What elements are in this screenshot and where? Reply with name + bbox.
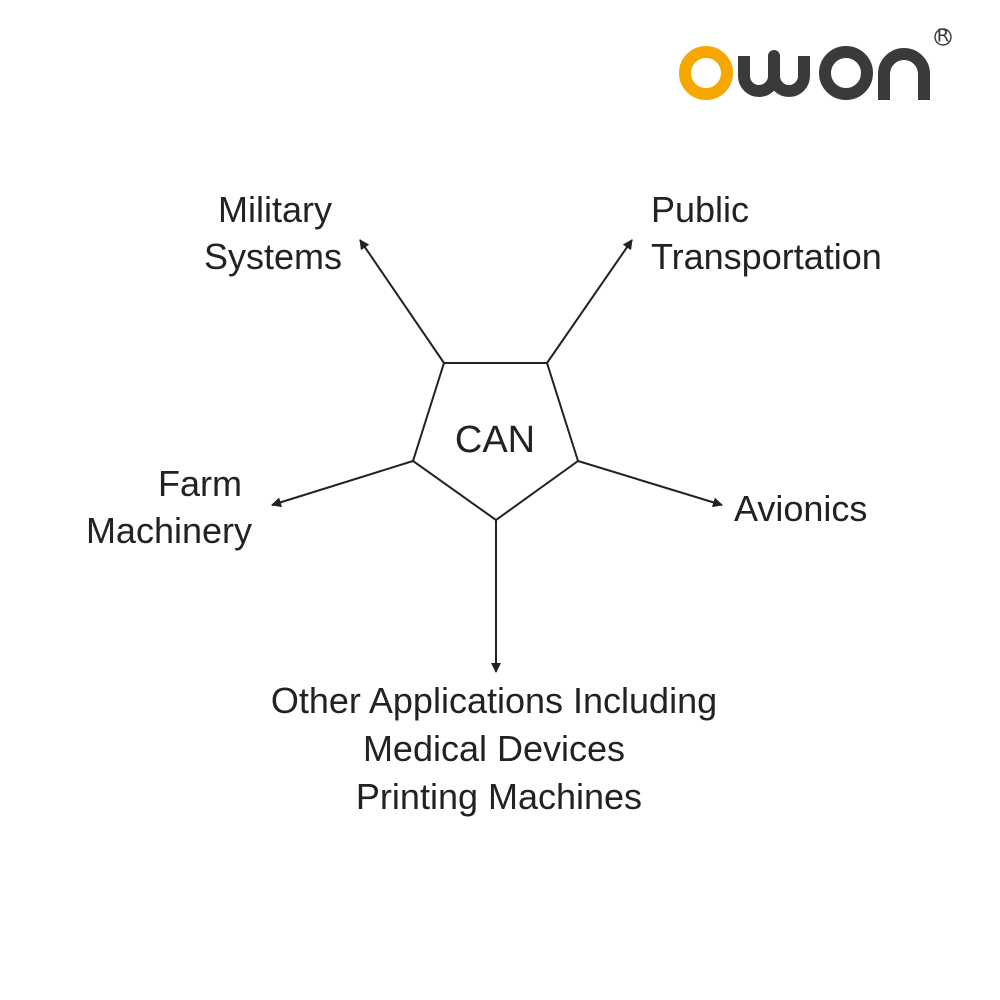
registered-letter: R	[937, 26, 950, 47]
arrow-military	[359, 239, 445, 364]
label-public-transport-line-2: Transportation	[651, 236, 882, 277]
label-military-line-2: Systems	[204, 236, 342, 277]
can-pentagon	[411, 362, 580, 522]
logo-n	[878, 48, 930, 100]
label-military: Military Systems	[204, 189, 342, 277]
label-public-transport-line-1: Public	[651, 189, 749, 230]
label-farm: Farm Machinery	[86, 463, 252, 551]
center-label: CAN	[455, 419, 535, 461]
label-other-line-1: Other Applications Including	[271, 680, 717, 721]
logo-o-dark	[819, 46, 873, 100]
arrow-public-transport	[546, 239, 633, 364]
label-other-line-2: Medical Devices	[363, 728, 625, 769]
label-avionics: Avionics	[734, 488, 867, 529]
label-farm-line-1: Farm	[158, 463, 242, 504]
label-other: Other Applications Including Medical Dev…	[271, 680, 727, 817]
arrow-avionics	[577, 460, 723, 508]
label-military-line-1: Military	[218, 189, 332, 230]
label-other-line-3: Printing Machines	[356, 776, 642, 817]
owon-logo: R	[679, 26, 952, 100]
label-farm-line-2: Machinery	[86, 510, 252, 551]
logo-o-orange	[679, 46, 733, 100]
arrow-farm	[271, 460, 414, 508]
label-public-transport: Public Transportation	[651, 189, 882, 277]
label-avionics-line-1: Avionics	[734, 488, 867, 529]
logo-w	[738, 50, 810, 97]
registered-circle	[934, 28, 952, 46]
